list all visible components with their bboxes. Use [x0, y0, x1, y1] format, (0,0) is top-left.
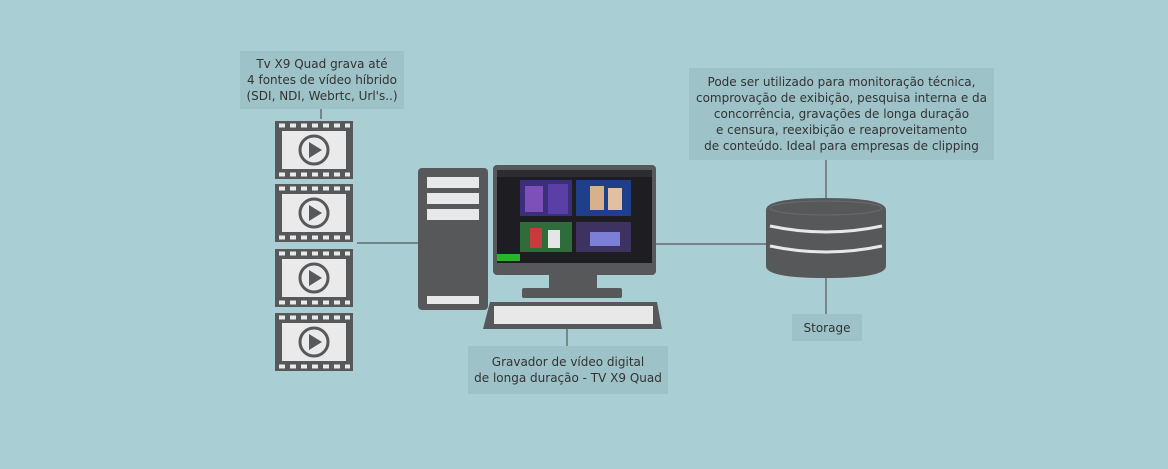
film-play-icon [273, 247, 355, 309]
recorder-label-line: de longa duração - TV X9 Quad [474, 371, 662, 385]
connector-lines [320, 109, 827, 346]
storage-label: Storage [792, 314, 862, 341]
sources-label: Tv X9 Quad grava até 4 fontes de vídeo h… [240, 51, 404, 109]
monitor-icon [493, 165, 656, 298]
recorder-label: Gravador de vídeo digital de longa duraç… [468, 346, 668, 394]
film-play-icon [273, 119, 355, 181]
pc-tower-icon [418, 168, 488, 310]
film-play-icon [273, 311, 355, 373]
film-play-icon [273, 182, 355, 244]
recorder-label-line: Gravador de vídeo digital [491, 355, 645, 369]
uses-label: Pode ser utilizado para monitoração técn… [689, 68, 994, 160]
sources-label-line: 4 fontes de vídeo híbrido [247, 73, 397, 87]
uses-label-line: Pode ser utilizado para monitoração técn… [707, 75, 976, 89]
screen-content [497, 170, 652, 261]
sources-label-line: Tv X9 Quad grava até [256, 57, 388, 71]
uses-label-line: concorrência, gravações de longa duração [713, 107, 970, 121]
keyboard-icon [483, 302, 662, 329]
sources-label-line: (SDI, NDI, Webrtc, Url's..) [246, 89, 398, 103]
uses-label-line: de conteúdo. Ideal para empresas de clip… [704, 139, 979, 153]
uses-label-line: comprovação de exibição, pesquisa intern… [695, 91, 988, 105]
uses-label-line: e censura, reexibição e reaproveitamento [715, 123, 968, 137]
database-icon [766, 198, 886, 278]
storage-label-text: Storage [803, 320, 851, 335]
